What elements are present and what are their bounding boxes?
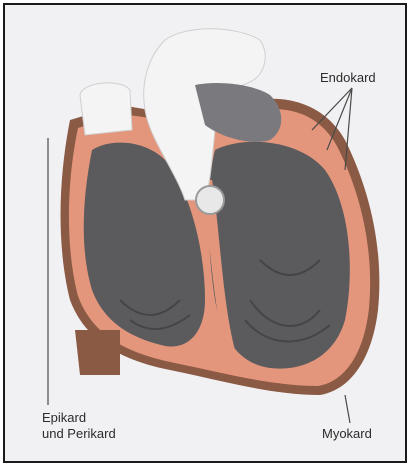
label-endokard: Endokard <box>320 70 376 85</box>
vena-cava <box>80 83 132 135</box>
label-perikard: und Perikard <box>42 426 116 441</box>
label-myokard: Myokard <box>322 426 372 441</box>
inferior-vessel <box>75 330 120 375</box>
label-epikard: Epikard <box>42 410 86 425</box>
valve <box>196 186 224 214</box>
